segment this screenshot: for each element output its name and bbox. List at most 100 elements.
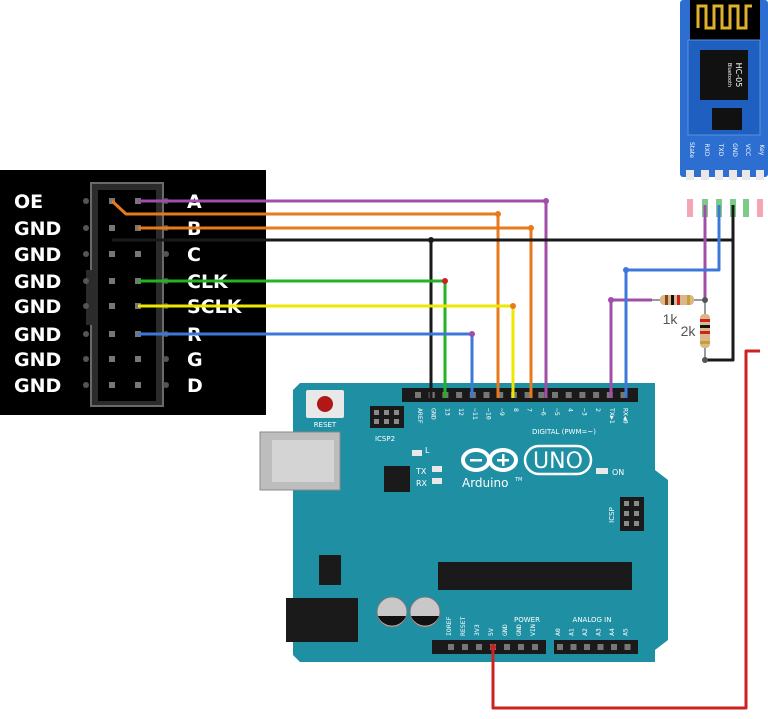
- arduino-brand-text: Arduino: [462, 476, 508, 490]
- power-hole: [448, 644, 454, 650]
- led-l: [412, 450, 422, 456]
- connector-pin: [109, 251, 115, 257]
- connector-left-label: GND: [14, 324, 61, 346]
- power-pin-label: 5V: [487, 628, 495, 636]
- hc05-header-pin: [701, 170, 709, 180]
- digital-pin-label: ~11: [471, 408, 479, 420]
- dc-barrel-jack: [286, 598, 358, 642]
- digital-pin-label: 2: [594, 408, 602, 412]
- power-pin-label: GND: [501, 624, 509, 636]
- arduino-board: [293, 383, 668, 662]
- connector-marker: [83, 251, 89, 257]
- connector-left-label: GND: [14, 375, 61, 397]
- digital-header: [402, 388, 638, 402]
- wire-black-bt-gnd: [705, 205, 735, 362]
- connector-pin: [109, 382, 115, 388]
- connector-pin: [109, 356, 115, 362]
- analog-hole: [570, 644, 577, 650]
- analog-header: [554, 640, 638, 654]
- power-pin-label: IOREF: [445, 616, 453, 636]
- digital-pin-label: ~5: [553, 408, 561, 416]
- hc05-pin-label: GND: [731, 143, 738, 157]
- connector-pin: [109, 225, 115, 231]
- analog-header-holes: [557, 644, 631, 650]
- icsp-label: ICSP: [608, 507, 616, 523]
- analog-pin-label: A2: [581, 628, 589, 636]
- connector-left-label: GND: [14, 296, 61, 318]
- power-hole: [518, 644, 524, 650]
- arduino-infinity-logo: [461, 448, 518, 472]
- hc05-header-pin: [729, 170, 737, 180]
- digital-pin-label: ~6: [539, 408, 547, 416]
- digital-pin-label: 13: [443, 408, 451, 416]
- connector-marker: [83, 278, 89, 284]
- icsp2-label: ICSP2: [375, 435, 395, 443]
- connector-marker: [83, 356, 89, 362]
- led-rx: [432, 478, 442, 484]
- power-header: [432, 640, 546, 654]
- digital-pin-label: AREF: [416, 408, 424, 424]
- digital-hole: [579, 392, 586, 398]
- power-hole: [504, 644, 510, 650]
- connector-marker: [83, 303, 89, 309]
- digital-hole: [620, 392, 627, 398]
- wire-red-vcc: [491, 349, 760, 710]
- connector-pin: [109, 278, 115, 284]
- voltage-regulator: [319, 555, 341, 585]
- resistor-1k-label: 1k: [663, 311, 679, 327]
- digital-pin-label: ~9: [498, 408, 506, 416]
- hc05-pin-label: VCC: [744, 144, 751, 156]
- connector-pin: [135, 382, 141, 388]
- antenna-trace: [696, 4, 752, 30]
- digital-hole: [497, 392, 504, 398]
- connector-pin: [109, 303, 115, 309]
- led-tx: [432, 466, 442, 472]
- connector-right-label: C: [187, 244, 201, 266]
- hc05-model-text: HC-05: [734, 63, 743, 88]
- power-hole: [476, 644, 482, 650]
- icsp-header: [620, 497, 644, 531]
- digital-pin-label: 8: [512, 408, 520, 412]
- analog-hole: [557, 644, 563, 650]
- usb-port-inner: [272, 440, 334, 482]
- digital-hole: [593, 392, 600, 398]
- analog-hole: [624, 644, 631, 650]
- analog-pin-label: A0: [554, 628, 562, 636]
- connector-marker: [163, 356, 169, 362]
- hc05-chip: [700, 50, 748, 100]
- wire-blue-rx: [624, 205, 721, 398]
- digital-pin-label: 4: [567, 408, 575, 412]
- hc05-pin-label: RXD: [703, 144, 710, 157]
- hc05-header-pins: [686, 170, 764, 217]
- connector-pin: [135, 356, 141, 362]
- digital-pin-label: ~3: [580, 408, 588, 416]
- digital-hole: [552, 392, 558, 398]
- hc05-pin-label: Key: [758, 145, 765, 156]
- digital-pin-label: ~10: [485, 408, 493, 420]
- connector-left-label: GND: [14, 271, 61, 293]
- connector-left-label: OE: [14, 191, 43, 213]
- led-rx-label: RX: [416, 479, 428, 488]
- hc05-header-pin: [742, 170, 750, 180]
- power-header-label: POWER: [514, 616, 540, 624]
- resistor-2k: [700, 300, 710, 360]
- usb-chip: [384, 466, 410, 492]
- connector-marker: [83, 198, 89, 204]
- digital-hole: [565, 392, 572, 398]
- analog-pin-label: A5: [622, 628, 630, 636]
- hc05-pin-end: [757, 199, 763, 217]
- reset-button: [317, 396, 333, 412]
- analog-pin-label: A3: [595, 628, 603, 636]
- connector-marker: [83, 331, 89, 337]
- led-l-label: L: [425, 446, 430, 455]
- analog-header-label: ANALOG IN: [573, 616, 612, 624]
- voltage-divider: 1k 2k: [652, 295, 710, 360]
- led-tx-label: TX: [415, 467, 427, 476]
- hc05-header-pin: [756, 170, 764, 180]
